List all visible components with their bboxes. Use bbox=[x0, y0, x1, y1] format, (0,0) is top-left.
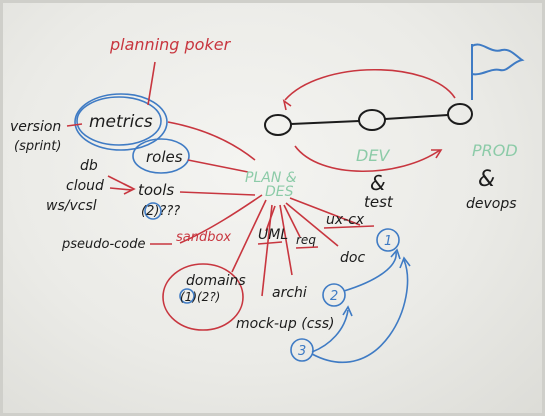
version-label: version bbox=[10, 119, 61, 135]
arrow-3-to-2 bbox=[311, 309, 349, 353]
uml-label: UML bbox=[258, 227, 288, 243]
pipeline-node-prod bbox=[447, 103, 473, 125]
arrow-uml bbox=[265, 205, 276, 232]
dev-to-prod-arrowhead bbox=[431, 149, 443, 159]
sprint-label: (sprint) bbox=[14, 139, 61, 154]
arrow-metrics bbox=[167, 121, 256, 161]
arrow-doc bbox=[285, 202, 339, 247]
arrow-req bbox=[283, 204, 301, 238]
pipeline-line-2 bbox=[384, 114, 449, 120]
number-1-label: 1 bbox=[384, 234, 392, 249]
metrics-label: metrics bbox=[89, 112, 153, 132]
planning-poker-label: planning poker bbox=[109, 35, 232, 54]
arrow-roles bbox=[187, 159, 249, 173]
domains-circle bbox=[162, 263, 244, 331]
domains-number-label: (1)(2?) bbox=[180, 290, 220, 304]
sandbox-label: sandbox bbox=[176, 230, 231, 245]
mockup-label: mock-up (css) bbox=[236, 316, 334, 332]
doc-label: doc bbox=[340, 250, 365, 266]
roles-circle bbox=[132, 138, 190, 174]
arrow-version bbox=[66, 123, 83, 127]
arrow-2-to-1 bbox=[343, 251, 397, 292]
amp-dev-label: & bbox=[370, 171, 386, 195]
metrics-circle bbox=[76, 96, 162, 146]
arrow-domains bbox=[231, 199, 267, 273]
archi-label: archi bbox=[272, 285, 307, 301]
arrow-cloud bbox=[109, 187, 133, 191]
pipeline-arrows bbox=[282, 69, 456, 173]
arrow-sandbox bbox=[179, 194, 263, 244]
cloud-label: cloud bbox=[66, 178, 104, 194]
des-label: DES bbox=[265, 184, 294, 200]
pipeline-node-dev bbox=[358, 109, 386, 131]
pipeline-line-1 bbox=[290, 120, 360, 125]
plan-label: PLAN & bbox=[245, 170, 297, 186]
arrow-planning-poker bbox=[147, 61, 156, 106]
flag-icon bbox=[471, 43, 525, 100]
number-3-label: 3 bbox=[298, 344, 306, 359]
ws-vcsl-label: ws/vcsl bbox=[46, 198, 97, 214]
arrow-tools bbox=[179, 191, 256, 196]
db-label: db bbox=[80, 158, 98, 174]
tools-number-label: (2)??? bbox=[141, 204, 180, 219]
tools-label: tools bbox=[138, 181, 174, 199]
test-label: test bbox=[364, 193, 394, 211]
pipeline-diagram bbox=[264, 103, 473, 136]
arrow-3-to-1 bbox=[311, 259, 409, 363]
devops-label: devops bbox=[466, 196, 517, 212]
pipeline-node-plan bbox=[264, 114, 292, 136]
roles-label: roles bbox=[146, 148, 183, 166]
prod-label: PROD bbox=[472, 141, 518, 160]
number-3-circle bbox=[290, 338, 314, 362]
dev-to-prod-arc bbox=[294, 145, 441, 173]
feedback-arrowhead bbox=[282, 99, 292, 111]
req-label: req bbox=[296, 233, 316, 247]
pseudo-code-label: pseudo-code bbox=[61, 237, 146, 252]
arrow-uxcx bbox=[289, 197, 361, 226]
handwriting: planning poker metrics version (sprint) … bbox=[10, 35, 518, 359]
arrow-archi bbox=[279, 204, 293, 276]
dev-label: DEV bbox=[356, 146, 390, 165]
ux-cx-label: ux-cx bbox=[326, 212, 365, 228]
feedback-arc bbox=[284, 69, 456, 101]
domains-label: domains bbox=[186, 273, 246, 289]
domains-number-circle bbox=[179, 288, 195, 304]
number-1-circle bbox=[376, 228, 400, 252]
number-2-circle bbox=[322, 283, 346, 307]
amp-prod-label: & bbox=[478, 167, 495, 192]
tools-number-circle bbox=[144, 202, 162, 220]
metrics-circle-outer bbox=[74, 93, 168, 151]
number-2-label: 2 bbox=[330, 289, 338, 304]
